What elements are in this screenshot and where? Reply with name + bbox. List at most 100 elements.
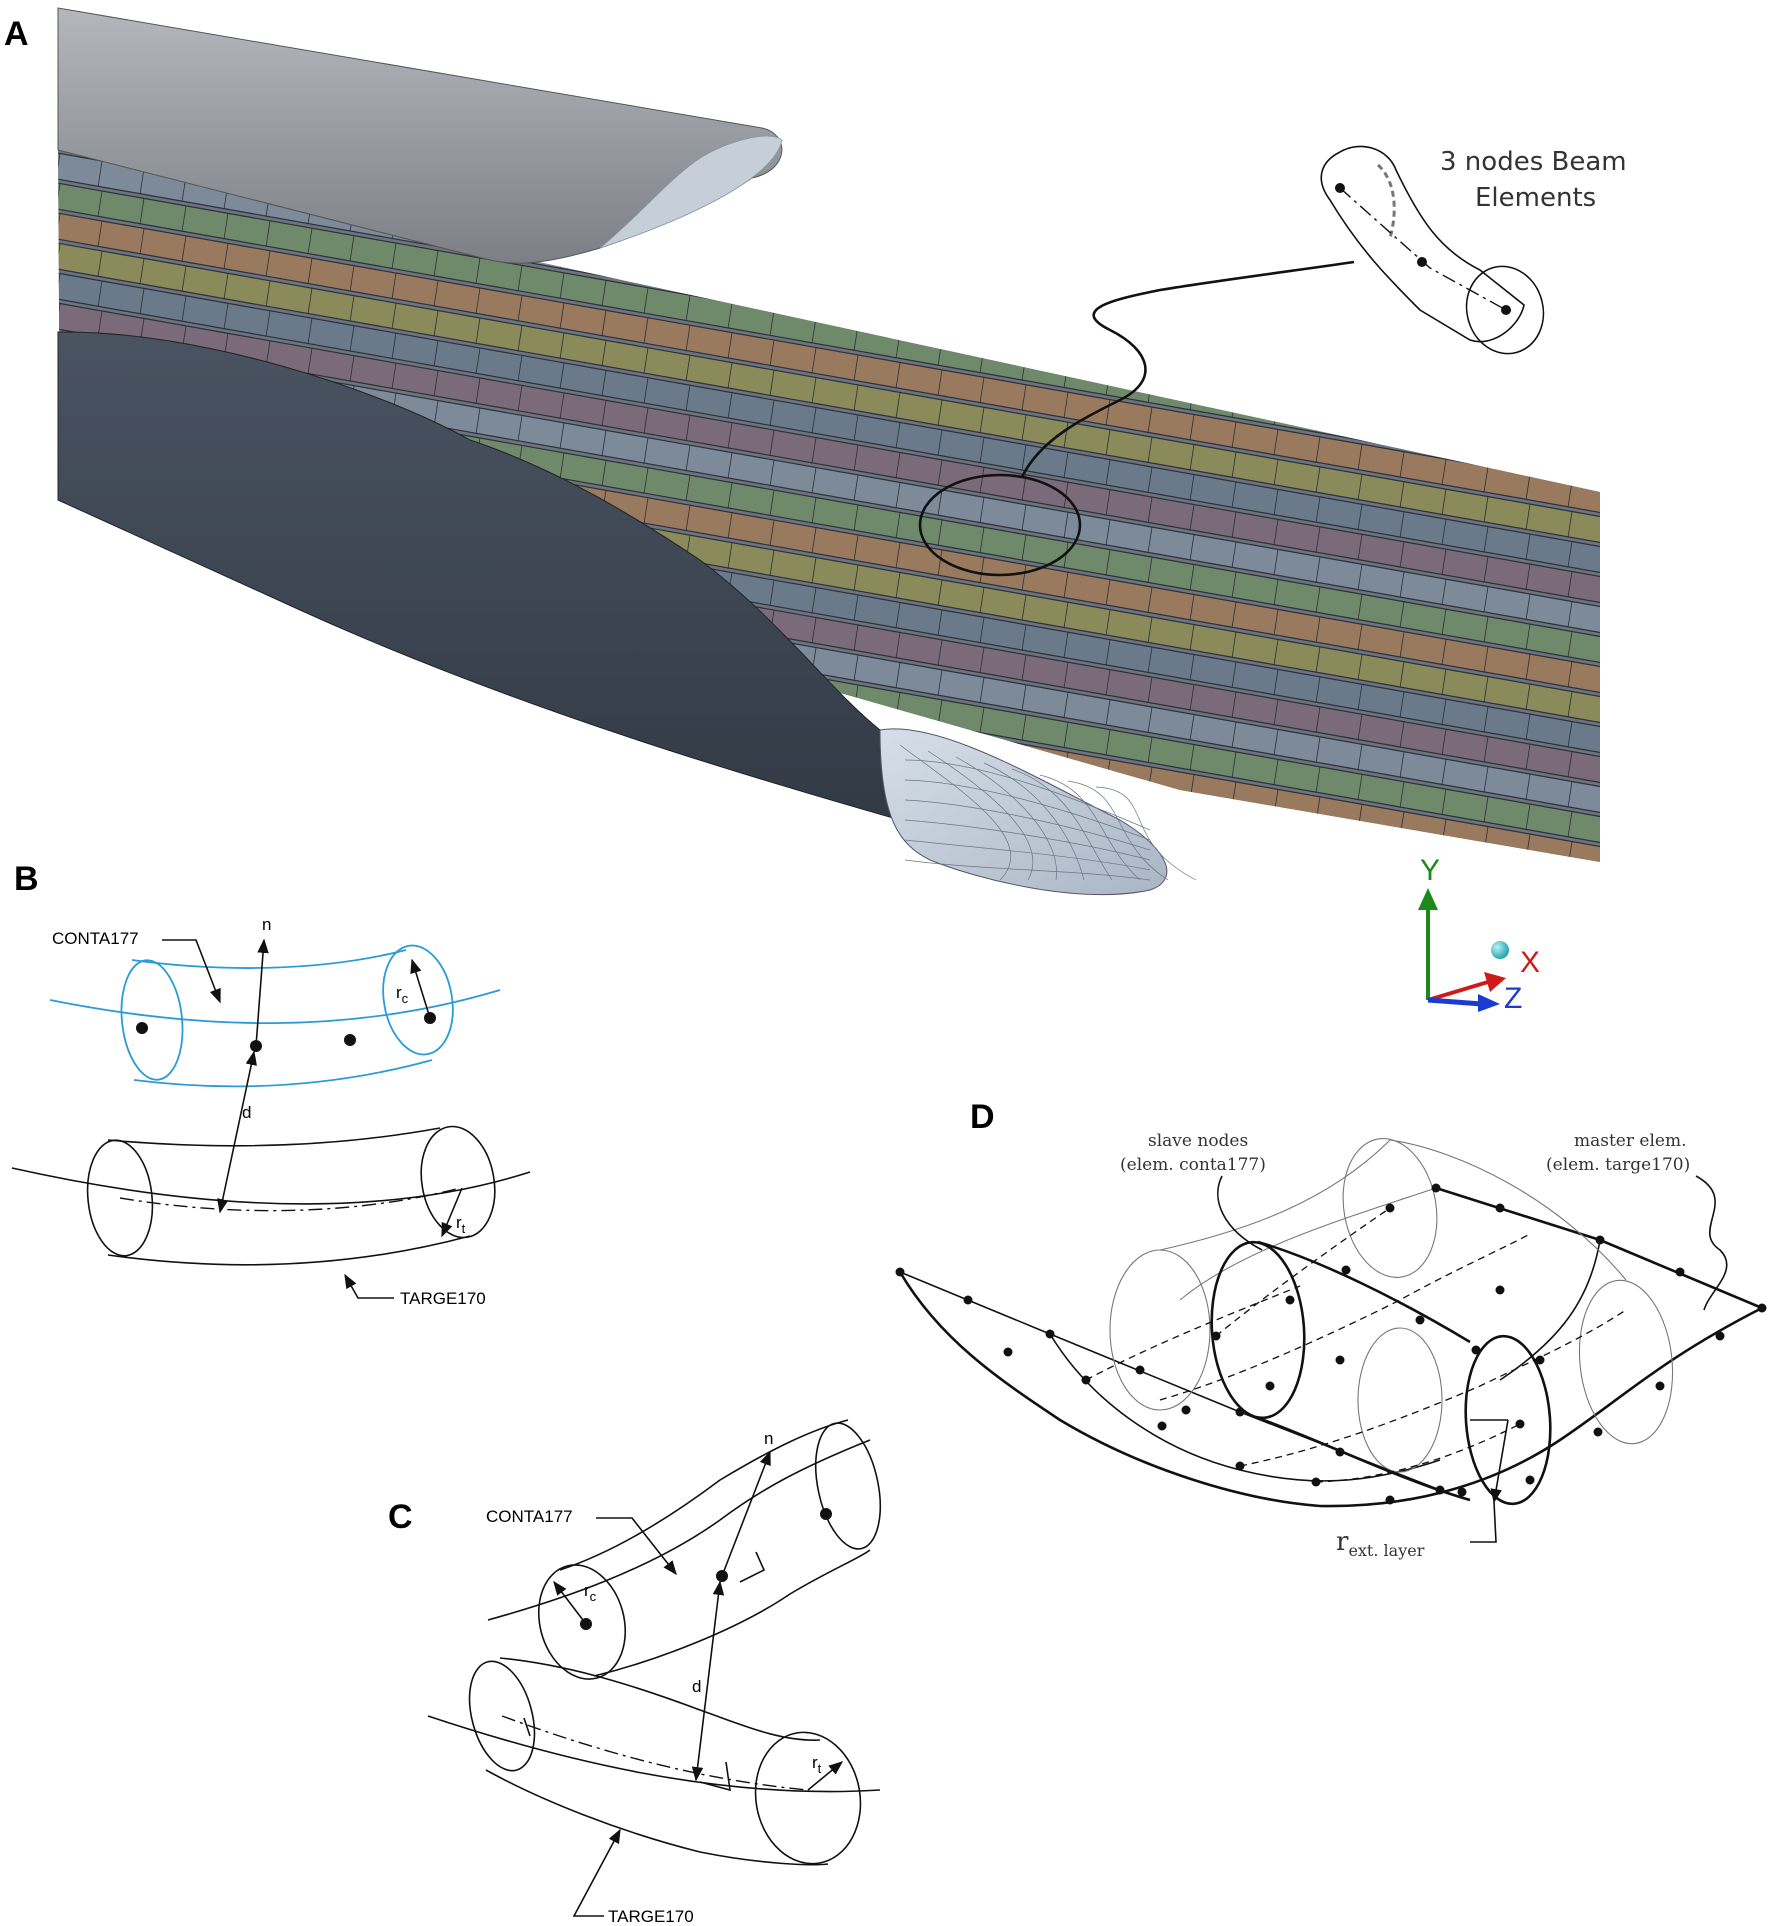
rope-element-edge: [307, 708, 313, 735]
rope-element-edge: [769, 550, 775, 577]
rope-element-edge: [895, 452, 901, 479]
rope-element-edge: [1525, 773, 1531, 801]
rope-element-edge: [1567, 691, 1573, 718]
rope-element-edge: [979, 407, 985, 434]
rope-element-edge: [728, 963, 732, 989]
cut-mesh-line: [904, 819, 1151, 861]
rope-element-edge: [1106, 1210, 1110, 1236]
rope-element-edge: [1105, 489, 1111, 516]
rope-element-edge: [265, 640, 271, 667]
rope-element-edge: [1273, 459, 1279, 486]
rope-element-edge: [181, 595, 187, 622]
rope-element-edge: [475, 377, 481, 405]
rope-element-edge: [643, 467, 649, 494]
rope-element-edge: [434, 911, 438, 937]
rope-element-edge: [265, 820, 271, 847]
rope-element-edge: [854, 1045, 858, 1071]
rope-element-edge: [517, 415, 523, 442]
rope-element-edge: [58, 543, 61, 570]
rope-element-edge: [1610, 1239, 1614, 1265]
rope-element-edge: [1358, 1014, 1362, 1040]
rope-element-edge: [1232, 902, 1236, 928]
rope-element-edge: [308, 978, 312, 1004]
rope-element-edge: [181, 265, 187, 292]
rope-element-edge: [308, 1068, 312, 1094]
rope-element-edge: [895, 152, 901, 179]
rope-element-edge: [854, 925, 858, 951]
rope-element-edge: [938, 1090, 942, 1116]
rope-element-edge: [979, 167, 985, 194]
rope-element-edge: [938, 970, 942, 996]
rope-strand: [40, 930, 1620, 1236]
rope-element-edge: [937, 219, 943, 246]
rope-element-edge: [139, 168, 145, 195]
rope-element-edge: [769, 400, 775, 427]
coordinate-axes: Y X Z: [1418, 854, 1540, 1015]
rope-element-edge: [1148, 1217, 1152, 1243]
rope-element-edge: [685, 835, 691, 862]
rope-element-edge: [223, 273, 229, 300]
rope-element-edge: [1021, 684, 1027, 711]
rope-element-edge: [476, 1038, 480, 1064]
rope-element-edge: [391, 753, 397, 780]
rope-element-edge: [1274, 1029, 1278, 1055]
rope-element-edge: [392, 903, 396, 929]
rope-element-edge: [1610, 489, 1614, 515]
rope-element-edge: [1316, 1157, 1320, 1183]
rope-element-edge: [1526, 1164, 1530, 1190]
rope-element-edge: [1358, 894, 1362, 920]
rope-element-edge: [518, 895, 522, 921]
rope-element-edge: [1189, 624, 1195, 651]
rope-element-edge: [1484, 947, 1488, 973]
rope-element-edge: [1610, 879, 1614, 905]
rope-element-edge: [1063, 332, 1069, 359]
rope-element-edge: [1610, 399, 1614, 425]
rope-element-edge: [1358, 954, 1362, 980]
rope-element-edge: [1022, 1015, 1026, 1041]
rope-element-edge: [1189, 684, 1195, 711]
rope-element-edge: [349, 775, 355, 802]
rope-element-edge: [770, 100, 774, 126]
rope-element-edge: [896, 1022, 900, 1048]
mesh-node: [1285, 1295, 1295, 1305]
upper-sheath-inner-mesh: [599, 135, 783, 249]
mesh-node: [1535, 1355, 1545, 1365]
rope-element-edge: [728, 1113, 732, 1139]
rope-element-edge: [601, 310, 607, 337]
rope-element-edge: [97, 520, 103, 548]
rope-element-edge: [1442, 879, 1446, 905]
label-conta177-c: CONTA177: [486, 1507, 573, 1526]
rope-element-edge: [391, 363, 397, 390]
rope-element-edge: [1610, 999, 1614, 1025]
rope-element-edge: [601, 280, 607, 307]
rope-element-edge: [1399, 571, 1405, 598]
rope-element-edge: [140, 978, 144, 1004]
rope-element-edge: [938, 1000, 942, 1026]
rope-element-edge: [812, 1008, 816, 1034]
rope-element-edge: [475, 257, 481, 285]
rope-element-edge: [1021, 174, 1027, 201]
rope-element-edge: [1274, 1179, 1278, 1205]
rope-element-edge: [1567, 601, 1573, 628]
rope-element-edge: [1610, 279, 1614, 305]
rope-element-edge: [1316, 917, 1320, 943]
rope-element-edge: [433, 670, 439, 697]
rope-element-edge: [1568, 931, 1572, 957]
callout-text-line1: 3 nodes Beam: [1440, 147, 1627, 177]
rope-element-edge: [727, 482, 733, 509]
rope-element-edge: [1442, 1029, 1446, 1055]
rope-element-edge: [1441, 729, 1447, 756]
cut-mesh-line: [904, 839, 1151, 871]
rope-element-edge: [811, 587, 817, 614]
rope-element-edge: [643, 347, 649, 374]
rope-element-edge: [266, 941, 270, 967]
rope-element-edge: [1231, 481, 1237, 509]
rope-element-edge: [1231, 211, 1237, 239]
rope-element-edge: [1147, 677, 1153, 704]
rope-element-edge: [685, 355, 691, 382]
rope-element-edge: [896, 992, 900, 1018]
rope-element-edge: [1399, 241, 1405, 268]
rope-element-edge: [559, 362, 565, 389]
rope-element-edge: [1610, 429, 1614, 455]
rope-element-edge: [1021, 264, 1027, 291]
